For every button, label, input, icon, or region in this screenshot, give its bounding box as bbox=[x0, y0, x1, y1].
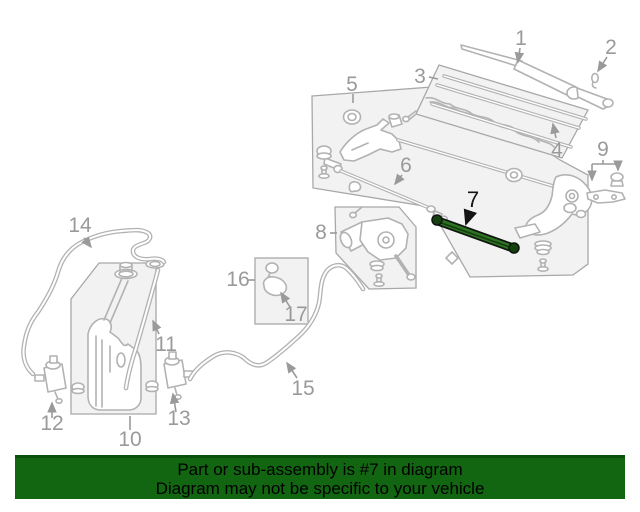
part-label-4: 4 bbox=[551, 139, 563, 162]
motor-pin bbox=[373, 273, 385, 287]
pivot-screw bbox=[401, 110, 417, 123]
part-label-7-highlighted: 7 bbox=[467, 187, 479, 212]
grommet-stack bbox=[534, 240, 552, 256]
part-label-11: 11 bbox=[155, 333, 177, 356]
tank-grommet-left bbox=[71, 382, 85, 395]
leader-lines bbox=[47, 47, 623, 430]
part-label-8: 8 bbox=[315, 221, 327, 244]
cone-bushing bbox=[388, 113, 403, 128]
washer-nozzle bbox=[262, 262, 288, 297]
edge-pin bbox=[318, 165, 330, 180]
highlight-banner: Part or sub-assembly is #7 in diagram Di… bbox=[15, 455, 625, 499]
washer-pump-13 bbox=[163, 351, 194, 400]
linkage-rod-7-highlighted bbox=[431, 214, 520, 254]
banner-line-1: Part or sub-assembly is #7 in diagram bbox=[177, 459, 463, 479]
part-label-5: 5 bbox=[346, 73, 358, 96]
pivot-cap bbox=[610, 172, 624, 187]
pivot-grommet bbox=[342, 109, 362, 125]
part-labels: 1 2 3 4 5 6 7 8 9 10 11 12 13 14 15 16 1… bbox=[40, 27, 617, 451]
wiper-blade-box bbox=[415, 64, 589, 159]
right-pivot-bracket bbox=[514, 174, 593, 239]
part-label-12: 12 bbox=[40, 412, 63, 435]
wiper-blade-parts bbox=[425, 74, 588, 149]
tank-grommet-right bbox=[145, 380, 159, 393]
part-label-9: 9 bbox=[597, 138, 609, 161]
edge-bushing bbox=[316, 145, 332, 160]
part-label-17: 17 bbox=[284, 303, 307, 326]
part-label-1: 1 bbox=[515, 27, 527, 50]
mount-pin bbox=[537, 258, 549, 272]
part-label-16: 16 bbox=[226, 268, 249, 291]
part-label-6: 6 bbox=[400, 154, 412, 177]
hose-15 bbox=[187, 262, 366, 382]
part-label-14: 14 bbox=[68, 214, 92, 237]
filler-tube-11 bbox=[123, 259, 165, 391]
part-label-2: 2 bbox=[605, 36, 617, 59]
drive-link-rod bbox=[396, 138, 555, 188]
motor-grommet bbox=[369, 260, 385, 272]
diamond-clip bbox=[445, 251, 459, 265]
pivot-bushings bbox=[563, 202, 587, 219]
part-label-15: 15 bbox=[291, 377, 314, 400]
wiper-motor bbox=[339, 206, 416, 281]
part-label-3: 3 bbox=[414, 65, 426, 88]
washer-ring bbox=[505, 167, 523, 183]
hose-14 bbox=[21, 227, 167, 377]
part-label-10: 10 bbox=[118, 428, 141, 451]
pivot-bracket-9 bbox=[586, 189, 626, 204]
link-clip bbox=[348, 181, 362, 193]
wiper-arm bbox=[460, 44, 614, 110]
filler-neck bbox=[103, 261, 138, 324]
banner-line-2: Diagram may not be specific to your vehi… bbox=[155, 478, 485, 498]
washer-pump-12 bbox=[34, 355, 67, 404]
arm-clip bbox=[590, 72, 599, 89]
part-label-13: 13 bbox=[167, 407, 190, 430]
